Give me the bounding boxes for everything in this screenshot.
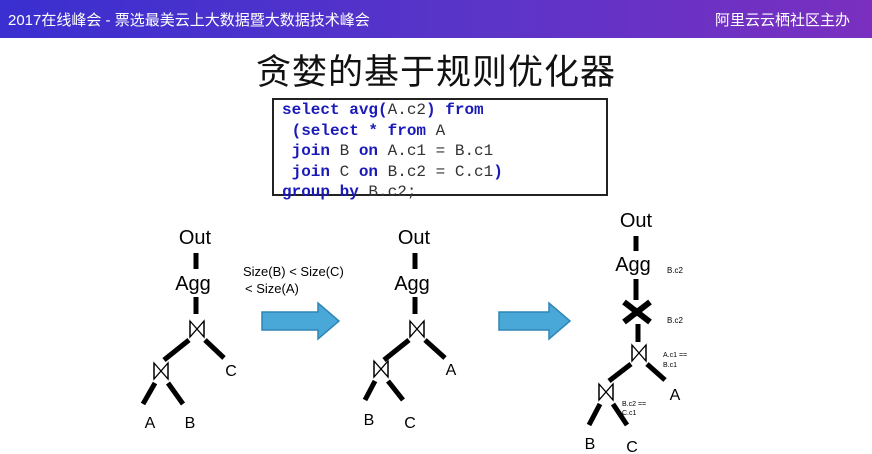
- tree1-join-top-icon: [189, 320, 205, 338]
- tree2-leaf-a: A: [446, 362, 457, 379]
- sql-line-5: group by B.c2;: [282, 182, 598, 203]
- tree1-leaf-a: A: [145, 415, 156, 432]
- slide-title: 贪婪的基于规则优化器: [255, 53, 616, 93]
- tree1-leaf-b: B: [185, 415, 196, 432]
- sql-line-3: join B on A.c1 = B.c1: [282, 141, 598, 162]
- tree3-join2-cond-1: B.c2 ==: [622, 401, 646, 408]
- tree3-agg-key: B.c2: [667, 266, 684, 275]
- tree2-edge: [362, 379, 378, 402]
- tree2-edge: [382, 338, 411, 362]
- tree3-join1-cond-1: A.c1 ==: [663, 352, 687, 359]
- tree-2: Out Agg A B C: [362, 227, 457, 432]
- tree2-join-top-icon: [409, 320, 425, 338]
- tree2-agg-label: Agg: [394, 273, 430, 295]
- tree1-out-label: Out: [179, 227, 212, 249]
- tree1-join-bottom-icon: [153, 362, 169, 380]
- sql-keyword: group by: [282, 183, 369, 201]
- sql-identifier: B: [339, 142, 359, 160]
- tree1-leaf-c: C: [225, 363, 237, 380]
- sql-keyword: on: [358, 162, 388, 181]
- tree3-edge: [610, 402, 630, 427]
- sql-keyword: select avg(: [282, 101, 388, 119]
- tree3-join-bottom-icon: [598, 383, 614, 401]
- sql-keyword: ) from: [426, 101, 484, 119]
- tree3-leaf-b: B: [585, 436, 596, 453]
- tree3-join2-cond-2: C.c1: [622, 410, 637, 417]
- tree3-join-top-icon: [631, 344, 647, 362]
- tree3-edge: [645, 362, 667, 382]
- sql-keyword: ): [493, 162, 503, 181]
- exchange-icon: [622, 299, 652, 325]
- sql-identifier: A: [435, 121, 446, 140]
- tree1-agg-label: Agg: [175, 273, 211, 295]
- tree3-edge: [586, 402, 603, 427]
- tree1-edge: [203, 338, 226, 360]
- sql-keyword: join: [282, 142, 340, 160]
- sql-line-1: select avg(A.c2) from: [282, 100, 598, 121]
- tree2-out-label: Out: [398, 227, 431, 249]
- sql-line-4: join C on B.c2 = C.c1): [282, 162, 598, 183]
- tree2-edge: [386, 379, 405, 402]
- sql-identifier: A.c1 = B.c1: [387, 142, 494, 160]
- tree3-agg-label: Agg: [615, 254, 651, 276]
- sql-identifier: B.c2;: [368, 183, 417, 201]
- arrow-note-line-1: Size(B) < Size(C): [243, 264, 344, 279]
- tree2-leaf-b: B: [364, 412, 375, 429]
- transform-arrow-2-icon: [498, 301, 572, 341]
- sql-identifier: A.c2: [387, 101, 427, 119]
- tree3-join1-cond-2: B.c1: [663, 362, 677, 369]
- tree3-leaf-c: C: [626, 439, 638, 454]
- header-bar: 2017在线峰会 - 票选最美云上大数据暨大数据技术峰会 阿里云云栖社区主办: [0, 0, 872, 38]
- tree2-edge: [423, 338, 447, 360]
- sql-keyword: join: [282, 162, 340, 181]
- arrow-note-line-2: < Size(A): [245, 281, 299, 296]
- tree1-edge: [162, 338, 191, 362]
- header-organizer: 阿里云云栖社区主办: [714, 12, 850, 29]
- header-event-title: 2017在线峰会 - 票选最美云上大数据暨大数据技术峰会: [8, 12, 370, 29]
- tree1-edge: [165, 381, 186, 406]
- sql-identifier: B.c2 = C.c1: [387, 162, 494, 181]
- tree-1: Out Agg C A B: [140, 227, 237, 432]
- tree-3: Out Agg B.c2 B.c2 A.c1 == B.c1 B.c2 == C…: [585, 210, 687, 454]
- sql-line-2: (select * from A: [282, 121, 598, 142]
- sql-keyword: (select * from: [282, 121, 436, 140]
- tree3-exchange-key: B.c2: [667, 316, 684, 325]
- sql-keyword: on: [358, 142, 388, 160]
- tree2-join-bottom-icon: [373, 360, 389, 378]
- sql-code-box: select avg(A.c2) from (select * from A j…: [272, 98, 608, 201]
- transform-arrow-1-icon: [261, 301, 341, 341]
- sql-identifier: C: [339, 162, 359, 181]
- tree3-leaf-a: A: [670, 387, 681, 404]
- tree2-leaf-c: C: [404, 415, 416, 432]
- tree1-edge: [140, 381, 158, 406]
- tree3-out-label: Out: [620, 210, 653, 232]
- tree3-edge: [607, 362, 633, 383]
